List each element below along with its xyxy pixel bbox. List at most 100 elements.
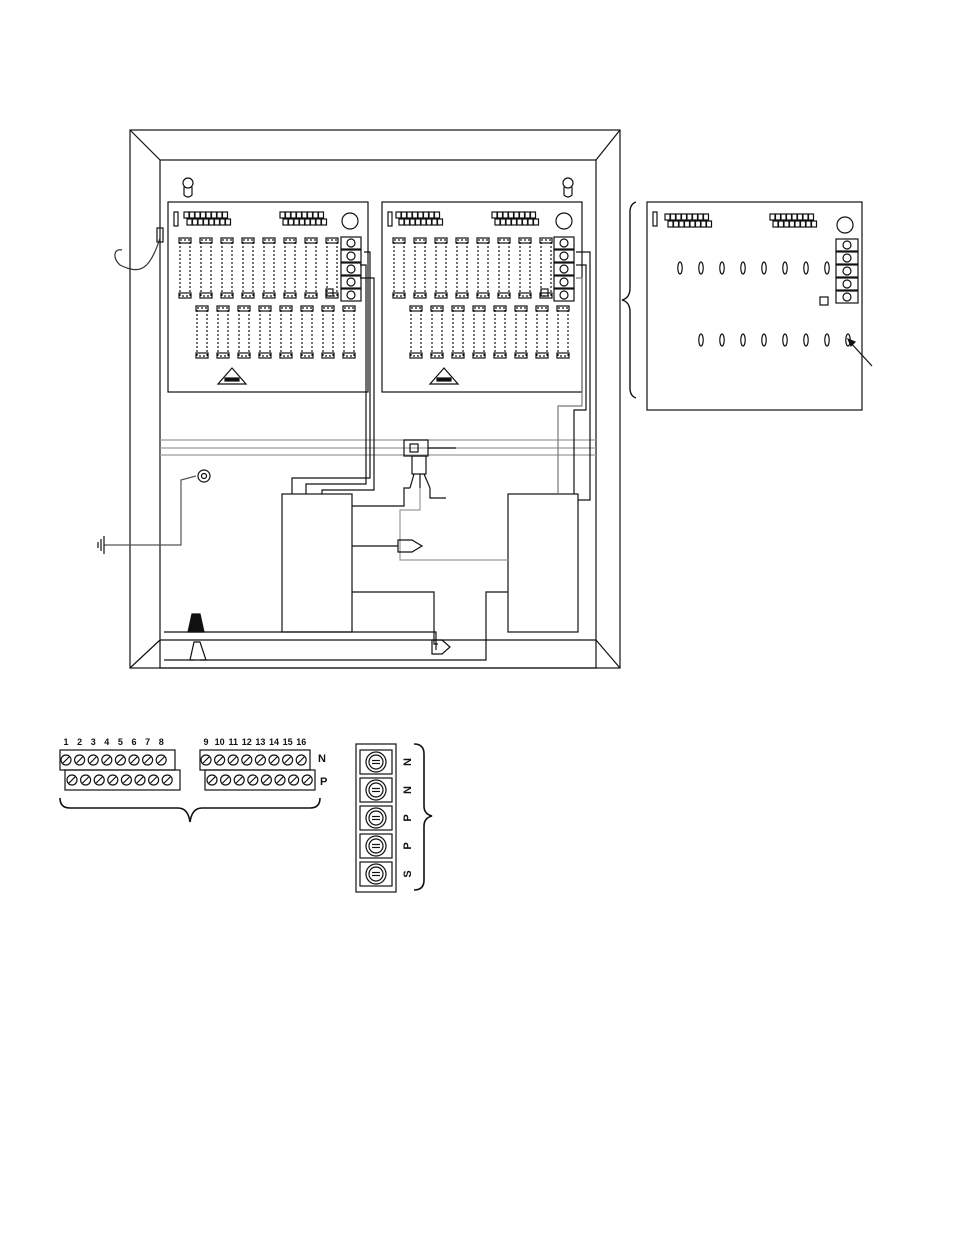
connector-pin: [523, 219, 528, 225]
connector-pin: [209, 219, 214, 225]
connector-pin: [413, 212, 418, 218]
connector-number: 12: [242, 737, 252, 747]
fuse-holder: [453, 308, 463, 356]
fuse-cap: [305, 293, 317, 298]
connector-pin: [201, 212, 206, 218]
screw-slot: [137, 777, 143, 783]
screw-slot: [63, 757, 69, 763]
fuse-holder: [285, 240, 295, 296]
screw-slot: [96, 777, 102, 783]
fuse-slot: [699, 262, 703, 274]
connector-number: 6: [131, 737, 136, 747]
terminal-screw: [843, 293, 851, 301]
terminal-labels: NNPPS: [402, 758, 414, 878]
fuse-cap: [456, 293, 468, 298]
fuse-holder: [239, 308, 249, 356]
connector-pin: [514, 212, 519, 218]
fuse-cap: [263, 293, 275, 298]
fuse-cap: [280, 353, 292, 358]
board-b-fuses: [393, 238, 569, 358]
fuse-cap: [238, 353, 250, 358]
power-supply-a: [282, 494, 352, 632]
fuse-slot: [804, 334, 808, 346]
connector-pin: [302, 212, 307, 218]
connector-number: 3: [91, 737, 96, 747]
fuse-cap: [410, 353, 422, 358]
terminal-cell: [360, 750, 392, 774]
connector-pin: [707, 221, 712, 227]
connector-pin: [525, 212, 530, 218]
connector-pin: [784, 221, 789, 227]
row-label-n: N: [318, 753, 326, 765]
connector-pin: [531, 212, 536, 218]
fuse-cap: [557, 353, 569, 358]
connector-pin: [405, 219, 410, 225]
wire-nut-2: [432, 640, 450, 654]
terminal-screw: [347, 278, 355, 286]
screw-slot: [244, 757, 250, 763]
connector-pin: [803, 214, 808, 220]
screw-slot: [230, 757, 236, 763]
screw-slot: [277, 777, 283, 783]
terminal-screw: [843, 254, 851, 262]
terminal-label: N: [402, 758, 414, 766]
connector-pin: [492, 212, 497, 218]
connector-pin: [776, 214, 781, 220]
connector-pin: [399, 219, 404, 225]
connector-number: 8: [159, 737, 164, 747]
terminal-screw: [560, 291, 568, 299]
connector-pin: [798, 214, 803, 220]
connector-pin: [300, 219, 305, 225]
screw-slot: [117, 757, 123, 763]
fuse-holder: [541, 240, 551, 296]
connector-number: 1: [63, 737, 68, 747]
connector-pin: [217, 212, 222, 218]
terminal-screw: [843, 241, 851, 249]
board-detail: [622, 202, 872, 410]
screw-slot: [77, 757, 83, 763]
detail-connectors: [665, 214, 817, 227]
connector-pin: [498, 212, 503, 218]
fuse-cap: [322, 353, 334, 358]
connector-pin: [781, 214, 786, 220]
fuse-holder: [394, 240, 404, 296]
connector-pin: [212, 212, 217, 218]
connector-pin: [184, 212, 189, 218]
connector-pin: [280, 212, 285, 218]
screw-slot: [110, 777, 116, 783]
board-a-fuses: [179, 238, 355, 358]
board-a-connectors: [184, 212, 327, 225]
cable-entry-outline: [190, 642, 206, 660]
breaker: [404, 440, 456, 488]
connector-pin: [704, 214, 709, 220]
connector-pin: [501, 219, 506, 225]
fuse-cap: [343, 353, 355, 358]
fuse-holder: [180, 240, 190, 296]
fuse-cap: [217, 353, 229, 358]
fuse-holder: [302, 308, 312, 356]
connector-pin: [693, 214, 698, 220]
connector-pin: [770, 214, 775, 220]
screw-slot: [304, 777, 310, 783]
connector-pin: [421, 219, 426, 225]
din-rail: [160, 440, 596, 455]
connector-number: 13: [255, 737, 265, 747]
connector-pin: [195, 212, 200, 218]
connector-pin: [809, 214, 814, 220]
screw-slot: [291, 777, 297, 783]
connector-pin: [787, 214, 792, 220]
connector-pin: [517, 219, 522, 225]
connector-pin: [512, 219, 517, 225]
terminal-screw-head: [369, 755, 383, 769]
connector-pin: [416, 219, 421, 225]
fuse-cap: [284, 293, 296, 298]
connector-number: 7: [145, 737, 150, 747]
screw-slot: [263, 777, 269, 783]
connector-pin: [427, 219, 432, 225]
connector-pin: [509, 212, 514, 218]
fuse-holder: [415, 240, 425, 296]
terminal-screw: [560, 252, 568, 260]
screw-slot: [236, 777, 242, 783]
fuse-holder: [432, 308, 442, 356]
